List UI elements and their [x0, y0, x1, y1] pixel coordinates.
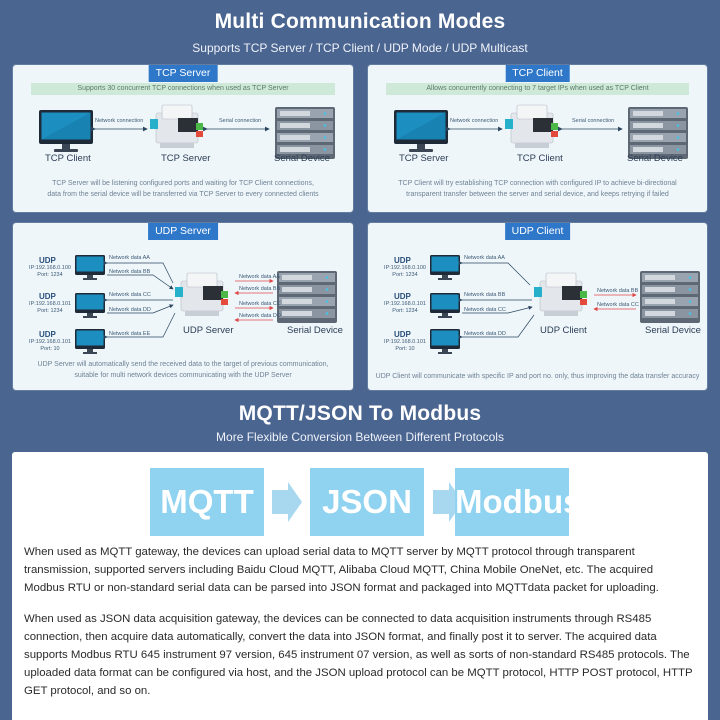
serial-device-icon	[275, 107, 335, 159]
link-label-left: Network connection	[450, 118, 499, 124]
udp-node-monitor-icon	[75, 329, 105, 354]
label-udp-server: UDP Server	[183, 325, 234, 336]
link-label: Network data BB	[109, 269, 151, 275]
label-tcp-client: TCP Client	[45, 153, 91, 164]
link-label-right: Serial connection	[219, 118, 262, 124]
udp-node-name: UDP	[39, 330, 56, 339]
section-subtitle-modes: Supports TCP Server / TCP Client / UDP M…	[192, 41, 528, 55]
gateway-device-icon	[174, 272, 229, 317]
udp-node-name: UDP	[394, 292, 411, 301]
udp-node-name: UDP	[39, 256, 56, 265]
server-monitor-icon	[394, 110, 448, 152]
paragraph-mqtt-gateway: When used as MQTT gateway, the devices c…	[24, 546, 659, 594]
link-label-left: Network connection	[95, 118, 144, 124]
label-serial-device: Serial Device	[287, 325, 343, 336]
label-serial-device: Serial Device	[627, 153, 683, 164]
gateway-device-icon	[149, 104, 204, 149]
diagram-udp-client	[430, 255, 700, 354]
udp-node-monitor-icon	[430, 255, 460, 280]
label-tcp-server: TCP Server	[161, 153, 211, 164]
diagram-tcp-client	[394, 104, 688, 159]
client-monitor-icon	[39, 110, 93, 152]
serial-device-icon	[277, 271, 337, 323]
flow-box-json: JSON	[310, 468, 424, 536]
panel-title-udp-client: UDP Client	[504, 223, 571, 240]
link-label: Network data AA	[464, 255, 505, 261]
conversion-panel: MQTT JSON Modbus When used as MQTT gatew…	[12, 452, 708, 720]
udp-node-name: UDP	[394, 256, 411, 265]
link-label: Network data CC	[239, 301, 281, 307]
link-label: Network data CC	[109, 292, 151, 298]
panel-title-udp-server: UDP Server	[148, 223, 218, 240]
label-serial-device: Serial Device	[274, 153, 330, 164]
link-label: Network data BB	[239, 286, 281, 292]
serial-device-icon	[640, 271, 700, 323]
panel-title-tcp-server: TCP Server	[148, 65, 218, 82]
caption-tcp-server: TCP Server will be listening configured …	[47, 180, 319, 198]
section-title-mqtt: MQTT/JSON To Modbus	[238, 402, 482, 425]
caption-udp-server: UDP Server will automatically send the r…	[37, 361, 329, 379]
banner-tcp-server: Supports 30 concurrent TCP connections w…	[31, 83, 335, 95]
flow-box-mqtt: MQTT	[150, 468, 264, 536]
label-udp-client: UDP Client	[540, 325, 587, 336]
link-label: Network data DD	[464, 331, 506, 337]
caption-tcp-client: TCP Client will try establishing TCP con…	[398, 180, 677, 198]
paragraph-json-gateway: When used as JSON data acquisition gatew…	[24, 613, 693, 697]
udp-node-monitor-icon	[75, 255, 105, 280]
udp-node-monitor-icon	[75, 293, 105, 318]
section-title-modes: Multi Communication Modes	[214, 10, 506, 33]
gateway-device-icon	[533, 272, 588, 317]
link-label: Network data BB	[597, 288, 639, 294]
banner-tcp-client: Allows concurrently connecting to 7 targ…	[386, 83, 689, 95]
diagram-tcp-server	[39, 104, 335, 159]
link-label: Network data BB	[464, 292, 506, 298]
serial-device-icon	[628, 107, 688, 159]
link-label: Network data EE	[109, 331, 151, 337]
udp-node-monitor-icon	[430, 293, 460, 318]
panel-tcp-client: TCP Client Allows concurrently connectin…	[368, 65, 707, 212]
link-label: Network data DD	[239, 313, 281, 319]
panel-title-tcp-client: TCP Client	[505, 65, 570, 82]
label-serial-device: Serial Device	[645, 325, 701, 336]
udp-node-monitor-icon	[430, 329, 460, 354]
gateway-device-icon	[504, 104, 559, 149]
link-label: Network data AA	[109, 255, 150, 261]
label-tcp-server: TCP Server	[399, 153, 449, 164]
flow-box-modbus: Modbus	[455, 468, 581, 536]
panel-tcp-server: TCP Server Supports 30 concurrent TCP co…	[13, 65, 353, 212]
link-label-right: Serial connection	[572, 118, 615, 124]
caption-udp-client: UDP Client will communicate with specifi…	[375, 373, 700, 380]
diagram-udp-server	[75, 255, 337, 354]
arrow-right-icon	[272, 482, 302, 522]
link-label: Network data CC	[597, 302, 639, 308]
section-subtitle-mqtt: More Flexible Conversion Between Differe…	[216, 430, 504, 444]
label-tcp-client: TCP Client	[517, 153, 563, 164]
udp-node-name: UDP	[39, 292, 56, 301]
link-label: Network data CC	[464, 307, 506, 313]
link-label: Network data AA	[239, 274, 280, 280]
udp-node-name: UDP	[394, 330, 411, 339]
link-label: Network data DD	[109, 307, 151, 313]
